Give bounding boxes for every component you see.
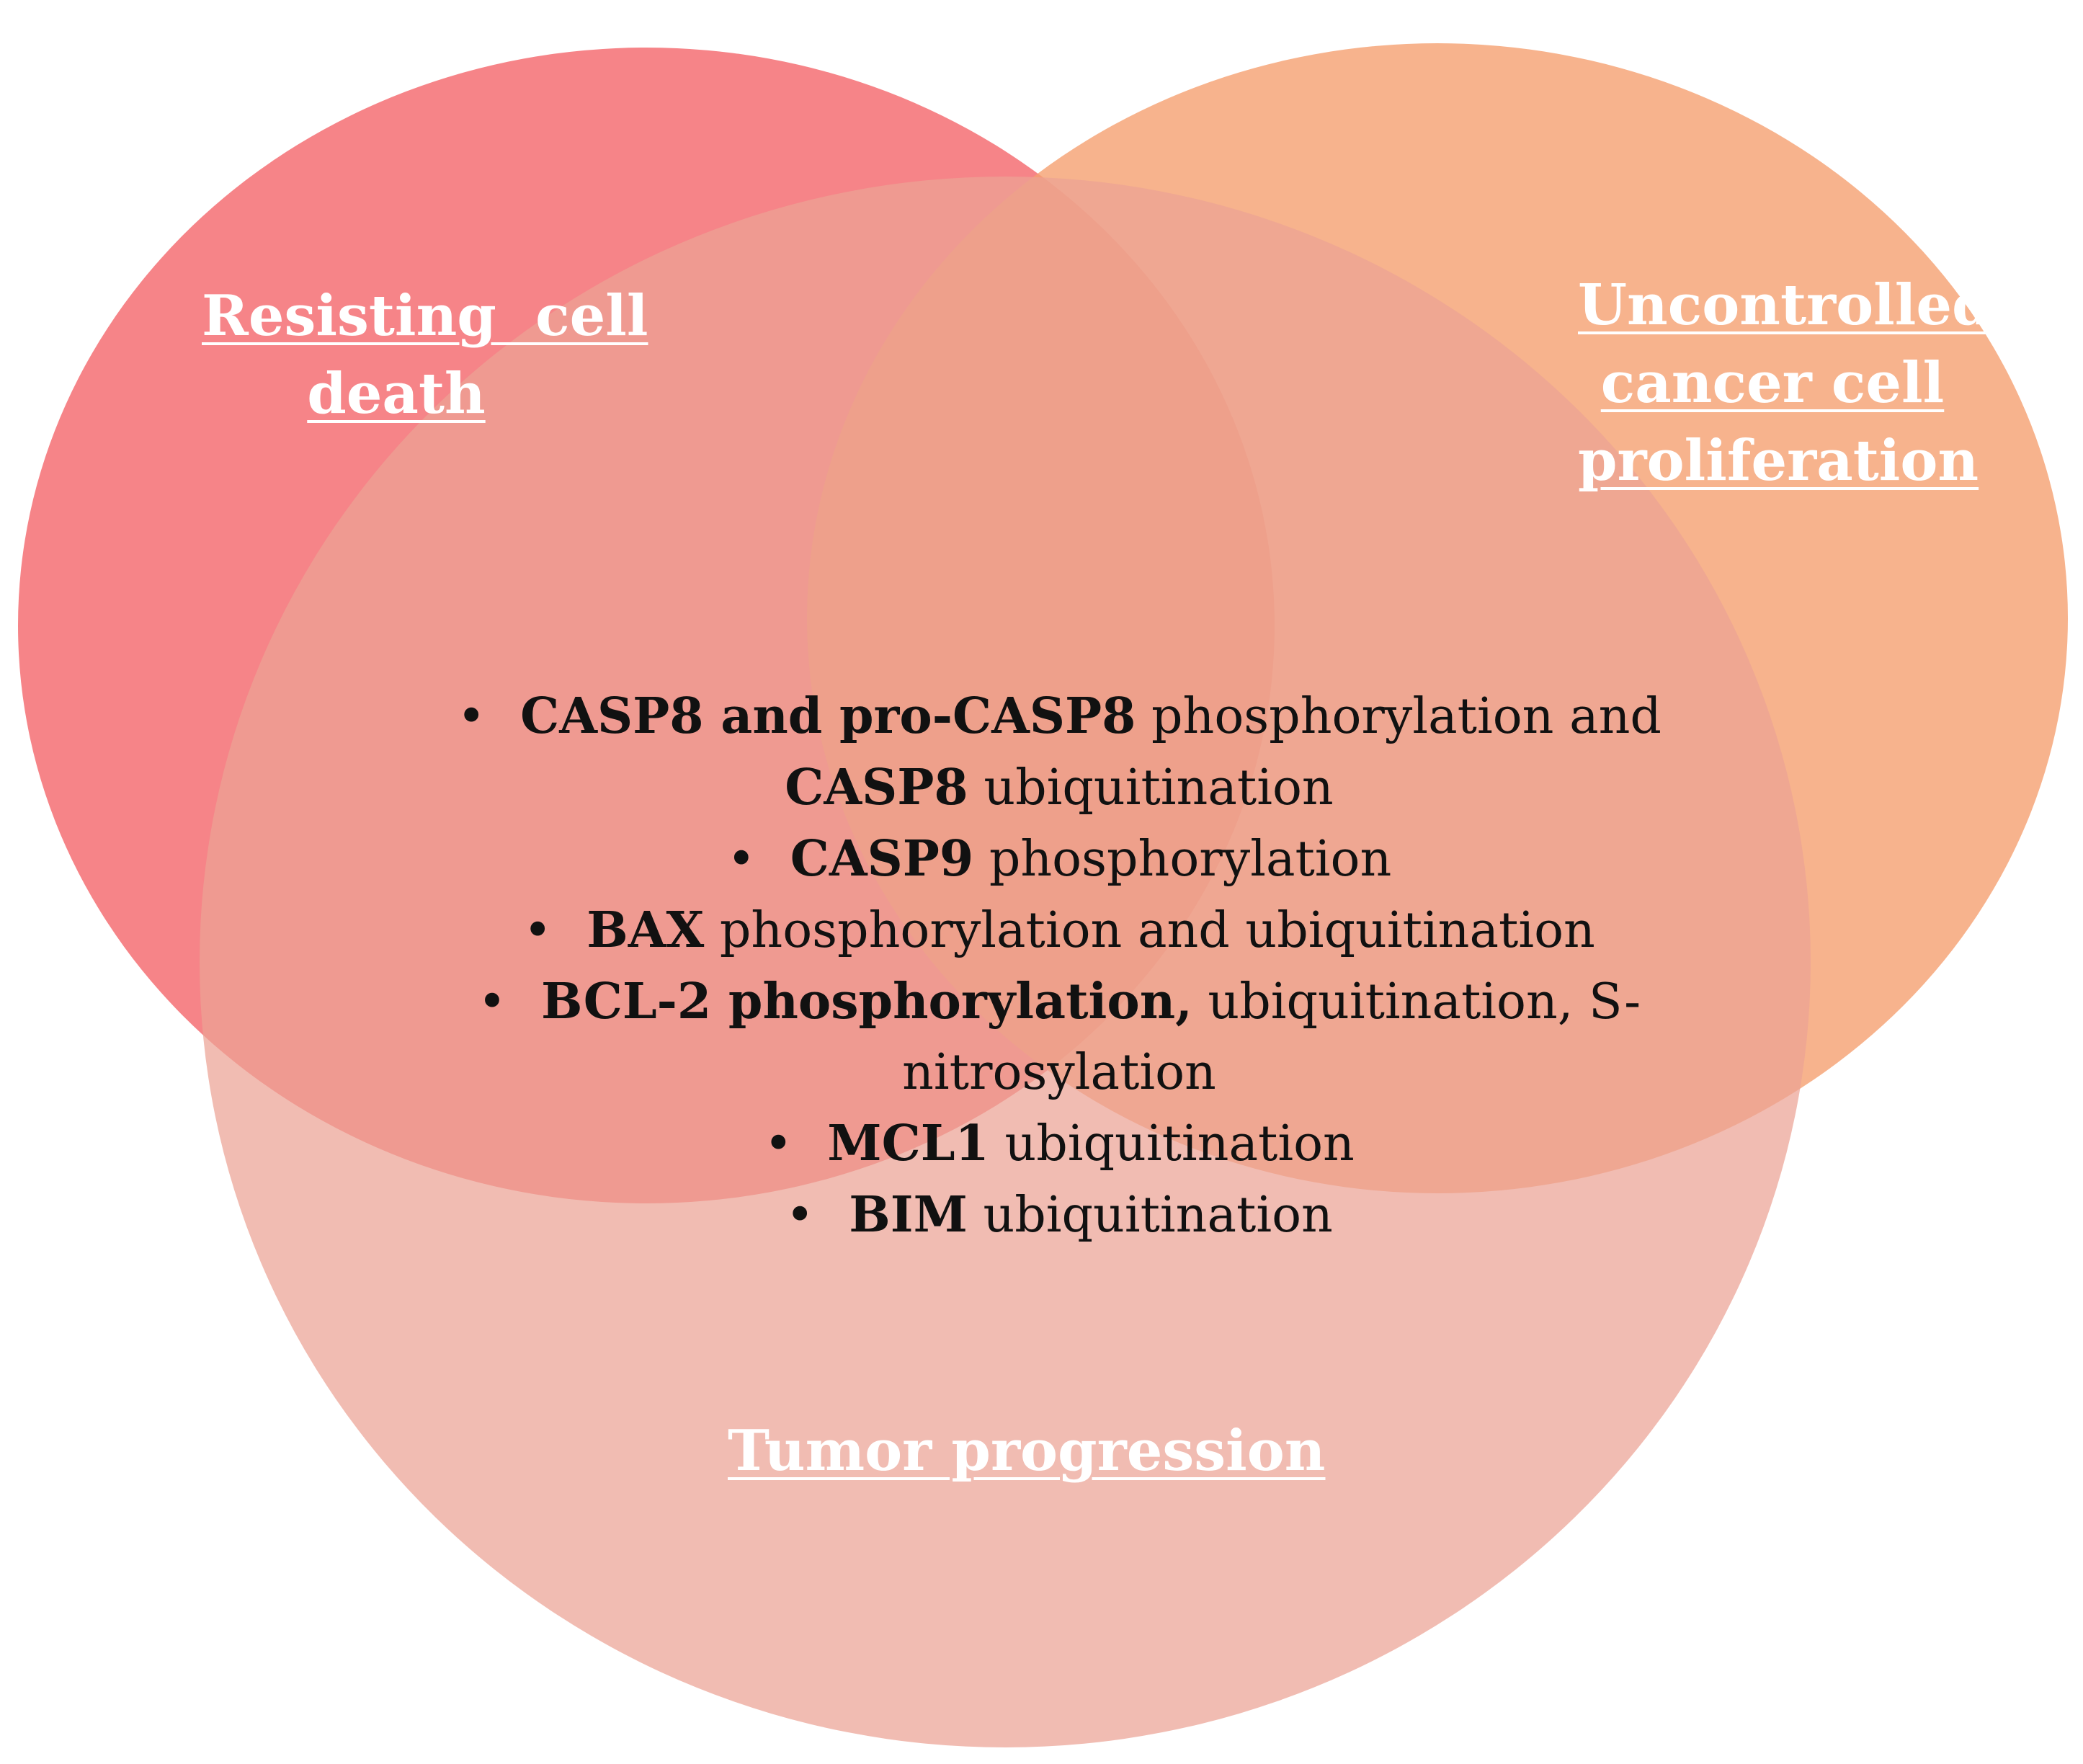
set-label-line: proliferation <box>1578 428 1979 494</box>
bullet-icon: • <box>477 974 507 1030</box>
modification-text: phosphorylation and <box>1136 688 1662 745</box>
list-item: nitrosylation <box>403 1038 1715 1108</box>
list-item: • CASP9 phosphorylation <box>403 824 1715 895</box>
set-label-line: Tumor progression <box>728 1418 1326 1484</box>
protein-name: MCL1 <box>827 1115 989 1172</box>
set-label-line: Uncontrolled <box>1578 272 1991 338</box>
modification-text: ubiquitination <box>989 1115 1355 1172</box>
list-item: • CASP8 and pro-CASP8 phosphorylation and <box>403 681 1715 752</box>
protein-name: CASP9 <box>790 830 974 888</box>
protein-name: BAX <box>586 901 705 959</box>
modification-text: phosphorylation and ubiquitination <box>704 902 1595 959</box>
bullet-icon: • <box>764 1115 793 1172</box>
list-item: • BIM ubiquitination <box>403 1180 1715 1251</box>
protein-name: BIM <box>849 1186 968 1244</box>
set-label-line: cancer cell <box>1600 350 1945 416</box>
mechanism-list: • CASP8 and pro-CASP8 phosphorylation and… <box>403 681 1715 1251</box>
list-item: • MCL1 ubiquitination <box>403 1108 1715 1180</box>
bullet-icon: • <box>785 1187 815 1244</box>
protein-name: CASP8 <box>785 759 968 816</box>
modification-text: phosphorylation <box>973 831 1392 888</box>
modification-text: ubiquitination <box>967 1187 1333 1244</box>
set-label-line: death <box>307 361 486 427</box>
protein-name: BCL-2 phosphorylation, <box>541 973 1192 1030</box>
label-tumor-progression: Tumor progression <box>728 1412 1326 1490</box>
modification-text: ubiquitination <box>968 760 1334 816</box>
label-uncontrolled-proliferation: Uncontrolled cancer cell proliferation <box>1578 267 1991 500</box>
list-item: • BAX phosphorylation and ubiquitination <box>403 895 1715 966</box>
label-resisting-cell-death: Resisting cell death <box>202 277 648 433</box>
bullet-icon: • <box>523 902 553 959</box>
modification-text: ubiquitination, S- <box>1192 974 1641 1030</box>
list-item: CASP8 ubiquitination <box>403 752 1715 824</box>
bullet-icon: • <box>726 831 756 888</box>
set-label-line: Resisting cell <box>202 283 648 349</box>
bullet-icon: • <box>457 688 486 745</box>
modification-text: nitrosylation <box>902 1044 1216 1101</box>
list-item: • BCL-2 phosphorylation, ubiquitination, … <box>403 966 1715 1038</box>
circle-tumor-progression <box>200 177 1811 1747</box>
protein-name: CASP8 and pro-CASP8 <box>520 687 1136 745</box>
